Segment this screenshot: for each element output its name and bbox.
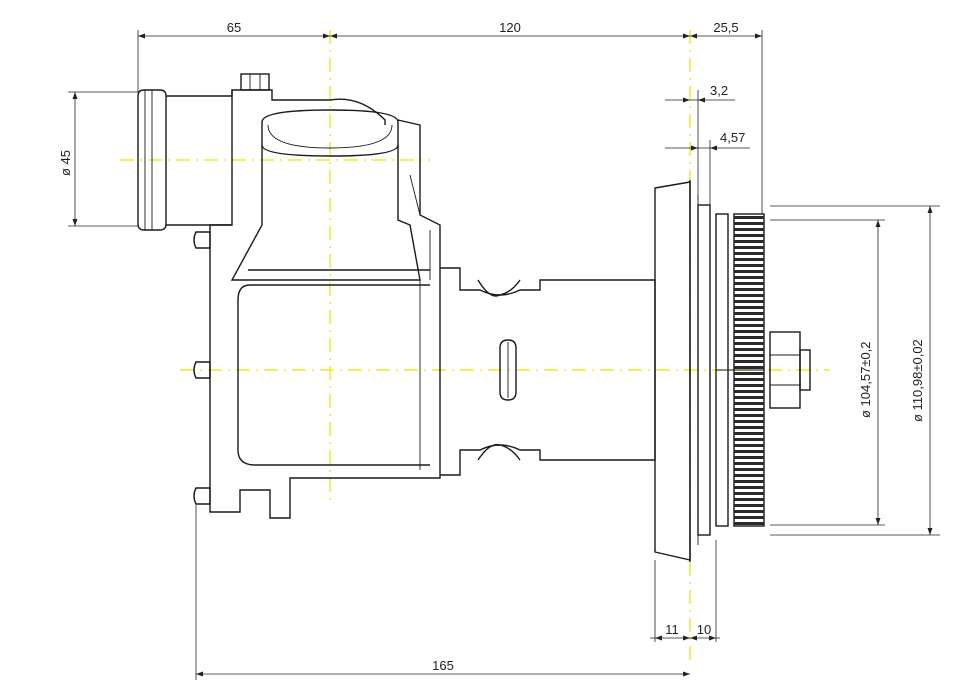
gear-tooth: [734, 408, 764, 411]
dimension-arrowhead: [683, 671, 690, 677]
dimension-arrowhead: [655, 635, 662, 641]
gear-tooth: [734, 432, 764, 435]
gear-tooth: [734, 270, 764, 273]
dim-11: 11: [665, 622, 679, 637]
dimension-arrowhead: [690, 635, 697, 641]
gear-tooth: [734, 240, 764, 243]
dimension-arrowhead: [683, 635, 690, 641]
dim-10: 10: [697, 622, 711, 637]
gear-tooth: [734, 222, 764, 225]
gear-tooth: [734, 294, 764, 297]
dimension-arrowhead: [691, 145, 698, 151]
dimension-arrowhead: [710, 145, 717, 151]
gear-tooth: [734, 402, 764, 405]
dimension-arrowhead: [755, 33, 762, 39]
gear-tooth: [734, 450, 764, 453]
dimension-arrowhead: [927, 528, 933, 535]
dimension-arrowhead: [72, 219, 78, 226]
gear-tooth: [734, 324, 764, 327]
dim-diameter-45: ø 45: [58, 150, 73, 176]
gear-tooth: [734, 438, 764, 441]
drive-gear: [715, 213, 765, 527]
gear-tooth: [734, 426, 764, 429]
gear-tooth: [734, 456, 764, 459]
dim-diameter-104-57: ø 104,57±0,2: [858, 341, 873, 418]
dimension-arrowhead: [927, 206, 933, 213]
gear-tooth: [734, 468, 764, 471]
gear-tooth: [734, 264, 764, 267]
dim-diameter-110-98: ø 110,98±0,02: [910, 339, 925, 422]
gear-tooth: [734, 228, 764, 231]
upper-housing: [209, 90, 441, 519]
side-bolts: [193, 231, 211, 505]
gear-tooth: [734, 258, 764, 261]
gear-tooth: [734, 498, 764, 501]
gear-tooth: [734, 354, 764, 357]
gear-tooth: [734, 312, 764, 315]
gear-tooth: [734, 216, 764, 219]
dimension-arrowhead: [683, 33, 690, 39]
gear-tooth: [734, 276, 764, 279]
gear-tooth: [734, 492, 764, 495]
dimension-arrowhead: [709, 635, 716, 641]
dim-3-2: 3,2: [710, 83, 728, 98]
dim-25-5: 25,5: [713, 20, 738, 35]
dim-165: 165: [432, 658, 454, 673]
gear-tooth: [734, 330, 764, 333]
dimension-arrowhead: [196, 671, 203, 677]
top-bolt: [240, 73, 270, 91]
centerlines: [120, 30, 830, 660]
dimension-arrowhead: [875, 518, 881, 525]
dimension-lines: [68, 30, 940, 680]
dimension-arrows: [72, 33, 933, 677]
dimension-arrowhead: [875, 220, 881, 227]
gear-tooth: [734, 510, 764, 513]
gear-tooth: [734, 288, 764, 291]
gear-tooth: [734, 462, 764, 465]
dimension-arrowhead: [330, 33, 337, 39]
gear-tooth: [734, 522, 764, 525]
gear-tooth: [734, 246, 764, 249]
gear-tooth: [734, 444, 764, 447]
gear-tooth: [734, 474, 764, 477]
gear-tooth: [734, 348, 764, 351]
shaft-nut: [769, 331, 811, 409]
gear-tooth: [734, 396, 764, 399]
gear-tooth: [734, 420, 764, 423]
gear-tooth: [734, 252, 764, 255]
dimension-arrowhead: [138, 33, 145, 39]
gear-tooth: [734, 318, 764, 321]
gear-tooth: [734, 378, 764, 381]
gear-tooth: [734, 414, 764, 417]
gear-tooth: [734, 480, 764, 483]
gear-tooth: [734, 300, 764, 303]
gear-tooth: [734, 360, 764, 363]
gear-tooth: [734, 336, 764, 339]
shaft-housing: [440, 267, 656, 476]
gear-tooth: [734, 342, 764, 345]
dimension-arrowhead: [690, 33, 697, 39]
gear-tooth: [734, 372, 764, 375]
dim-4-57: 4,57: [720, 130, 745, 145]
gear-tooth: [734, 282, 764, 285]
gear-tooth: [734, 486, 764, 489]
gear-tooth: [734, 384, 764, 387]
dim-65: 65: [227, 20, 241, 35]
dimension-arrowhead: [683, 97, 690, 103]
dim-120: 120: [499, 20, 521, 35]
gear-tooth: [734, 366, 764, 369]
gear-tooth: [734, 234, 764, 237]
gear-tooth: [734, 504, 764, 507]
dimension-arrowhead: [698, 97, 705, 103]
gear-tooth: [734, 306, 764, 309]
mounting-flange: [654, 180, 711, 562]
dimension-arrowhead: [72, 92, 78, 99]
dimension-arrowhead: [323, 33, 330, 39]
dimension-labels: 65 120 25,5 3,2 4,57 ø 45 ø 104,57±0,2 ø…: [58, 20, 925, 673]
gear-tooth: [734, 516, 764, 519]
gear-tooth: [734, 390, 764, 393]
